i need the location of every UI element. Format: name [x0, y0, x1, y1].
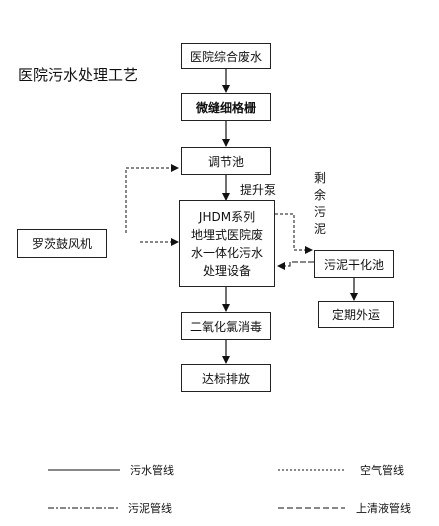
box-treatment-equipment: JHDM系列 地埋式医院废 水一体化污水 处理设备 — [179, 200, 275, 287]
excess-sludge-char-2: 余 — [313, 188, 326, 202]
legend-air-label: 空气管线 — [360, 464, 404, 477]
box-regulating-tank: 调节池 — [181, 147, 271, 175]
equipment-line-3: 水一体化污水 — [190, 245, 263, 260]
box-roots-blower: 罗茨鼓风机 — [17, 229, 107, 258]
diagram-title: 医院污水处理工艺 — [18, 66, 139, 84]
box-hospital-wastewater: 医院综合废水 — [181, 43, 271, 69]
legend-sewage-label: 污水管线 — [130, 464, 174, 477]
box-fine-screen: 微缝细格栅 — [181, 93, 271, 121]
legend-sludge-label: 污泥管线 — [128, 502, 172, 515]
box-regular-transport: 定期外运 — [318, 301, 394, 328]
pump-label: 提升泵 — [240, 183, 277, 197]
box-sludge-drying-bed: 污泥干化池 — [314, 250, 394, 278]
equipment-line-4: 处理设备 — [202, 263, 251, 278]
legend-supernatant-label: 上清液管线 — [356, 502, 411, 515]
equipment-line-1: JHDM系列 — [198, 209, 256, 224]
excess-sludge-char-4: 泥 — [313, 222, 326, 236]
equipment-line-2: 地埋式医院废 — [190, 227, 263, 242]
box-discharge: 达标排放 — [181, 364, 271, 392]
supernatant-line — [277, 261, 314, 270]
excess-sludge-char-3: 污 — [313, 205, 326, 219]
excess-sludge-char-1: 剩 — [313, 171, 326, 185]
box-disinfection: 二氧化氯消毒 — [181, 312, 271, 340]
air-line-to-tank — [125, 164, 179, 233]
sludge-line — [275, 213, 313, 254]
excess-sludge-label: 剩 余 污 泥 — [313, 170, 327, 238]
